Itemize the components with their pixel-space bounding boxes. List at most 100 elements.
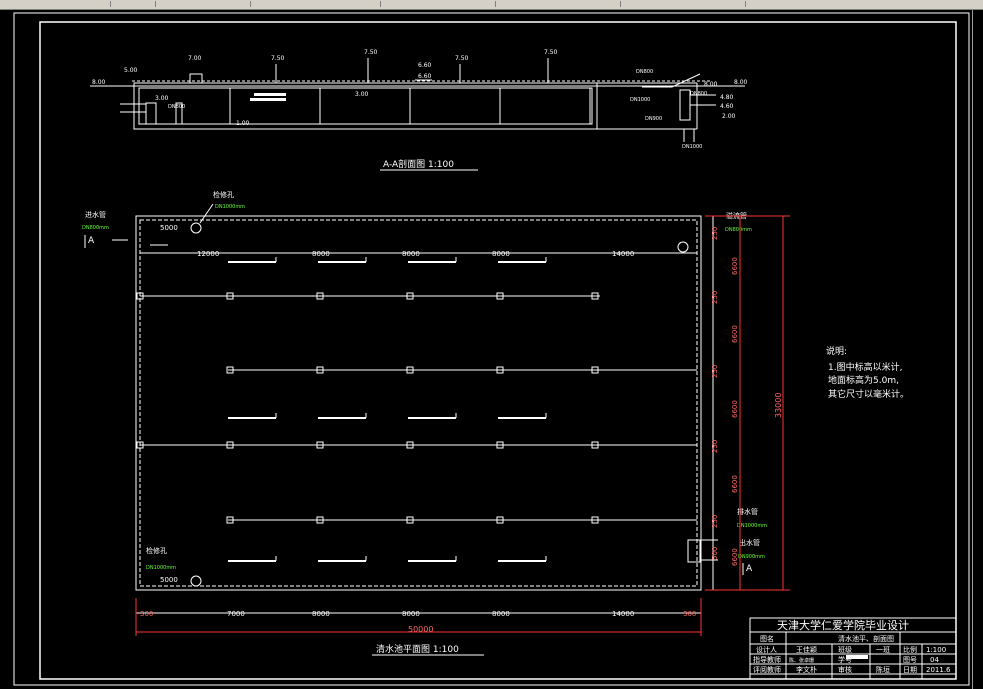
tb-label: 班级 xyxy=(838,645,852,654)
column-joint xyxy=(406,441,414,449)
tb-value: 04 xyxy=(930,656,939,664)
dim-label: 6600 xyxy=(731,325,739,343)
cad-drawing: 7.00 7.50 7.50 7.50 7.50 6.60 6.60 5.00 … xyxy=(13,12,970,686)
column-joint xyxy=(226,516,234,524)
toolbar-separator xyxy=(745,1,746,7)
elevation-label: 8.00 xyxy=(704,81,718,88)
dim-5000-bottom: 5000 xyxy=(160,576,178,584)
manhole-top-label: 检修孔 xyxy=(213,190,234,199)
dim-label: 6600 xyxy=(731,475,739,493)
student-id-block xyxy=(846,655,868,659)
dim-label: 6600 xyxy=(731,257,739,275)
elevation-label: 7.50 xyxy=(364,49,378,56)
tb-label: 图名 xyxy=(760,634,774,643)
dim-label: 6600 xyxy=(731,400,739,418)
column-joint xyxy=(496,292,504,300)
drain-pipe-icon[interactable] xyxy=(687,539,701,563)
column-joint xyxy=(226,292,234,300)
column-joint xyxy=(496,441,504,449)
outer-frame xyxy=(13,12,970,686)
section-elevations: 7.00 7.50 7.50 7.50 7.50 6.60 6.60 5.00 … xyxy=(92,49,748,127)
section-hatch xyxy=(250,98,286,101)
dim-label: 14000 xyxy=(612,610,634,618)
dim-label: 8000 xyxy=(312,610,330,618)
column-joint xyxy=(496,516,504,524)
column-joint xyxy=(316,366,324,374)
drawing-name: 清水池平、剖面图 xyxy=(838,634,894,643)
notes: 说明: 1.图中标高以米计, 地面标高为5.0m, 其它尺寸以毫米计。 xyxy=(826,345,909,400)
elevation-label: 7.50 xyxy=(455,55,469,62)
pipe-label: DN900 xyxy=(645,116,662,122)
column-joint xyxy=(591,516,599,524)
column-joint xyxy=(136,441,144,449)
manhole-bottom-label: 检修孔 xyxy=(146,546,167,555)
baffle-walls xyxy=(228,257,547,562)
section-view xyxy=(90,58,745,142)
section-marker-left: A xyxy=(88,236,95,246)
tb-value: 一班 xyxy=(876,645,890,654)
manhole-top-icon[interactable] xyxy=(190,222,202,234)
grid-joints xyxy=(136,292,599,524)
plan-labels: 检修孔 DN1000mm 进水管 DN800mm 溢流管 DN800mm 排水管… xyxy=(82,190,767,584)
elevation-label: 7.00 xyxy=(188,55,202,62)
plan-top-dims: 12000 8000 8000 8000 14000 xyxy=(197,250,634,258)
elevation-label: 5.00 xyxy=(124,67,138,74)
vertical-scrollbar[interactable] xyxy=(972,10,983,689)
total-width-dim: 50000 xyxy=(408,625,433,634)
toolbar-separator xyxy=(620,1,621,7)
dim-label: 250 xyxy=(711,365,719,378)
drain-size: DN1000mm xyxy=(737,523,767,529)
tb-label: 学号 xyxy=(838,655,852,664)
inlet-label: 进水管 xyxy=(85,210,106,219)
elevation-label: 3.00 xyxy=(155,95,169,102)
manhole-bottom-size: DN1000mm xyxy=(146,565,176,571)
overflow-pipe-icon[interactable] xyxy=(677,241,689,253)
elevation-label: 7.50 xyxy=(271,55,285,62)
elevation-label: 4.60 xyxy=(720,103,734,110)
toolbar-separator xyxy=(110,1,111,7)
pipe-label: DN800 xyxy=(636,69,653,75)
elevation-label: 2.00 xyxy=(722,113,736,120)
column-joint xyxy=(591,366,599,374)
section-pipe-labels: DN800 DN800 DN1000 DN900 DN1000 DN800 xyxy=(168,69,707,150)
dim-label: 8000 xyxy=(402,610,420,618)
dim-label: 8000 xyxy=(402,250,420,258)
drain-label: 排水管 xyxy=(737,507,758,516)
elevation-label: 7.50 xyxy=(544,49,558,56)
dim-5000-top: 5000 xyxy=(160,224,178,232)
column-joint xyxy=(316,292,324,300)
notes-line: 地面标高为5.0m, xyxy=(828,374,899,386)
column-joint xyxy=(316,516,324,524)
column-joint xyxy=(136,292,144,300)
notes-line: 其它尺寸以毫米计。 xyxy=(828,388,909,400)
dim-label: 12000 xyxy=(197,250,219,258)
overflow-size: DN800mm xyxy=(725,227,752,233)
drawing-canvas[interactable]: 7.00 7.50 7.50 7.50 7.50 6.60 6.60 5.00 … xyxy=(0,10,983,689)
elevation-label: 8.00 xyxy=(734,79,748,86)
school-title: 天津大学仁爱学院毕业设计 xyxy=(777,618,909,632)
toolbar-separator xyxy=(155,1,156,7)
dim-label: 8000 xyxy=(492,610,510,618)
notes-line: 1.图中标高以米计, xyxy=(828,361,902,373)
dim-label: 500 xyxy=(711,547,719,560)
pipe-label: DN800 xyxy=(690,91,707,97)
tb-label: 设计人 xyxy=(756,645,777,654)
total-height-dim: 33000 xyxy=(774,393,783,418)
dim-label: 14000 xyxy=(612,250,634,258)
manhole-bottom-icon[interactable] xyxy=(190,575,202,587)
dim-label: 6600 xyxy=(731,548,739,566)
tb-label: 评阅教师 xyxy=(753,665,781,674)
dim-label: 250 xyxy=(711,227,719,240)
tb-value: 陈、张卓珊 xyxy=(789,657,814,664)
elevation-label: 6.60 xyxy=(418,73,432,80)
section-marker-right: A xyxy=(746,564,753,574)
column-joint xyxy=(591,441,599,449)
elevation-label: 1.00 xyxy=(236,120,250,127)
plan-bottom-dims: 300 7000 8000 8000 8000 14000 300 xyxy=(140,610,696,618)
tb-label: 日期 xyxy=(903,666,917,674)
toolbar-separator xyxy=(495,1,496,7)
elevation-label: 4.80 xyxy=(720,94,734,101)
manhole-top-size: DN1000mm xyxy=(215,204,245,210)
column-joint xyxy=(496,366,504,374)
plan-right-dims: 6600 6600 6600 6600 6600 250 250 250 250… xyxy=(711,227,783,566)
